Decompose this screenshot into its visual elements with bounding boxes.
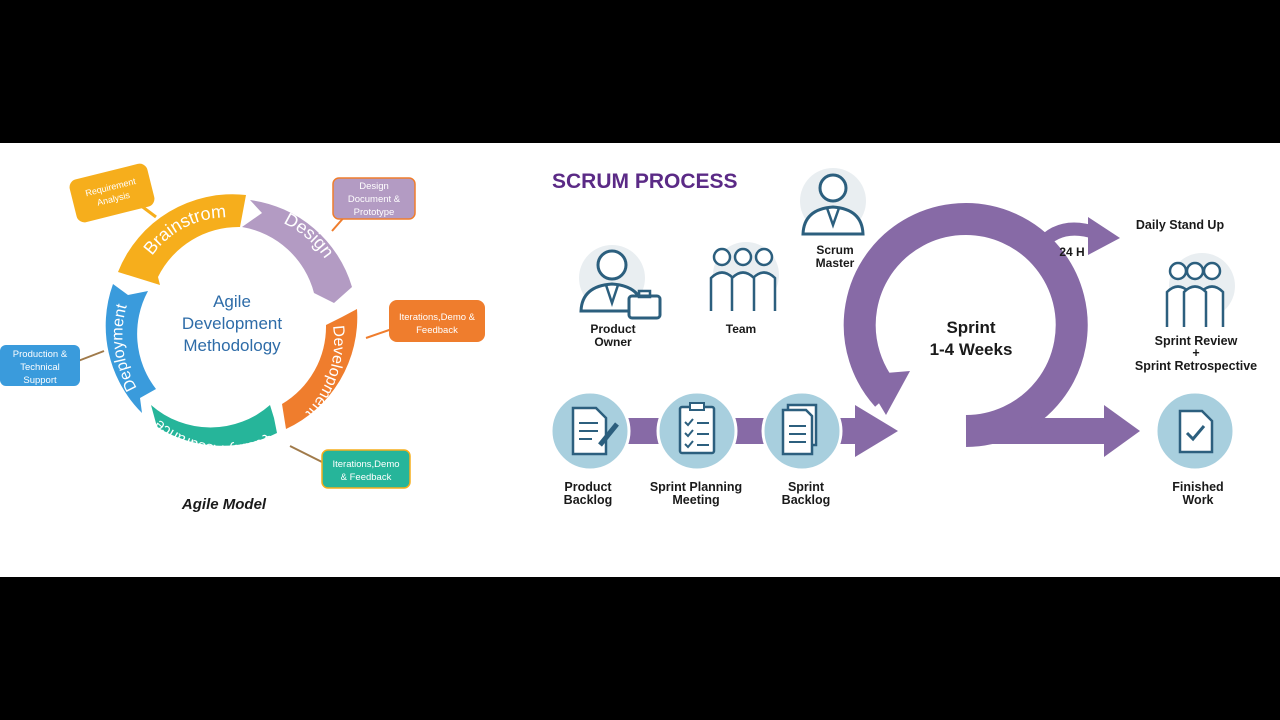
development-segment [282,309,358,429]
svg-text:Finished: Finished [1172,480,1223,494]
daily-stand-up-label: Daily Stand Up [1136,218,1225,232]
svg-text:Master: Master [816,256,855,270]
svg-text:1-4 Weeks: 1-4 Weeks [930,340,1013,359]
svg-text:Backlog: Backlog [782,493,831,507]
brainstorm-segment [118,194,246,285]
review-team-icon [1165,253,1235,327]
svg-text:Sprint Planning: Sprint Planning [650,480,742,494]
sprint-cycle [843,203,1120,447]
agile-wheel [105,194,358,446]
diagram-canvas: Brainstrom Design Development Quality As… [0,143,1280,577]
svg-text:Sprint: Sprint [788,480,825,494]
design-doc-line-3: Prototype [354,207,395,218]
requirement-callout: Requirement Analysis [69,163,157,223]
quality-segment [151,405,277,446]
production-line-1: Production & [13,349,68,360]
agile-caption: Agile Model [181,496,267,513]
review-label: Sprint Review + Sprint Retrospective [1135,334,1257,373]
production-line-3: Support [23,375,57,386]
svg-text:+: + [1192,346,1199,360]
deployment-segment [105,284,156,413]
iterations-2-line-1: Iterations,Demo [332,459,399,470]
svg-text:Owner: Owner [594,335,632,349]
center-line-2: Development [182,314,282,333]
production-callout: Production & Technical Support [0,345,105,386]
iterations-1-line-2: Feedback [416,325,458,336]
svg-text:Backlog: Backlog [564,493,613,507]
iterations-1-line-1: Iterations,Demo & [399,312,476,323]
svg-text:Sprint Review: Sprint Review [1155,334,1238,348]
iterations-callout-1: Iterations,Demo & Feedback [365,300,485,342]
svg-text:Scrum: Scrum [816,243,853,257]
sprint-backlog-icon [761,390,843,472]
team-label: Team [726,322,756,336]
svg-text:Sprint Retrospective: Sprint Retrospective [1135,359,1257,373]
sprint-backlog-label: Sprint Backlog [782,480,831,507]
product-backlog-label: Product Backlog [564,480,613,507]
daily-hours-label: 24 H [1059,245,1084,259]
scrum-master-icon [800,168,866,236]
finished-work-icon [1154,390,1236,472]
production-line-2: Technical [20,362,60,373]
sprint-label: Sprint 1-4 Weeks [930,318,1013,359]
svg-text:Meeting: Meeting [672,493,719,507]
center-line-1: Agile [213,292,251,311]
sprint-planning-icon [656,390,738,472]
design-doc-line-1: Design [359,181,389,192]
design-doc-callout: Design Document & Prototype [331,177,416,232]
product-owner-label: Product Owner [590,322,635,349]
design-doc-line-2: Document & [348,194,401,205]
iterations-2-line-2: & Feedback [341,472,392,483]
product-backlog-icon [549,390,631,472]
diagram-svg: Brainstrom Design Development Quality As… [0,163,1257,513]
product-owner-icon [579,245,662,320]
svg-text:Work: Work [1182,493,1213,507]
svg-text:Product: Product [590,322,635,336]
iterations-callout-2: Iterations,Demo & Feedback [289,445,411,489]
design-segment [242,200,352,303]
sprint-planning-label: Sprint Planning Meeting [650,480,742,507]
team-icon [709,242,779,311]
finished-work-label: Finished Work [1172,480,1223,507]
scrum-master-label: Scrum Master [816,243,855,270]
svg-text:Sprint: Sprint [946,318,995,337]
agile-center: Agile Development Methodology [182,292,282,355]
svg-text:Product: Product [564,480,612,494]
center-line-3: Methodology [183,336,281,355]
scrum-title: SCRUM PROCESS [552,170,738,193]
